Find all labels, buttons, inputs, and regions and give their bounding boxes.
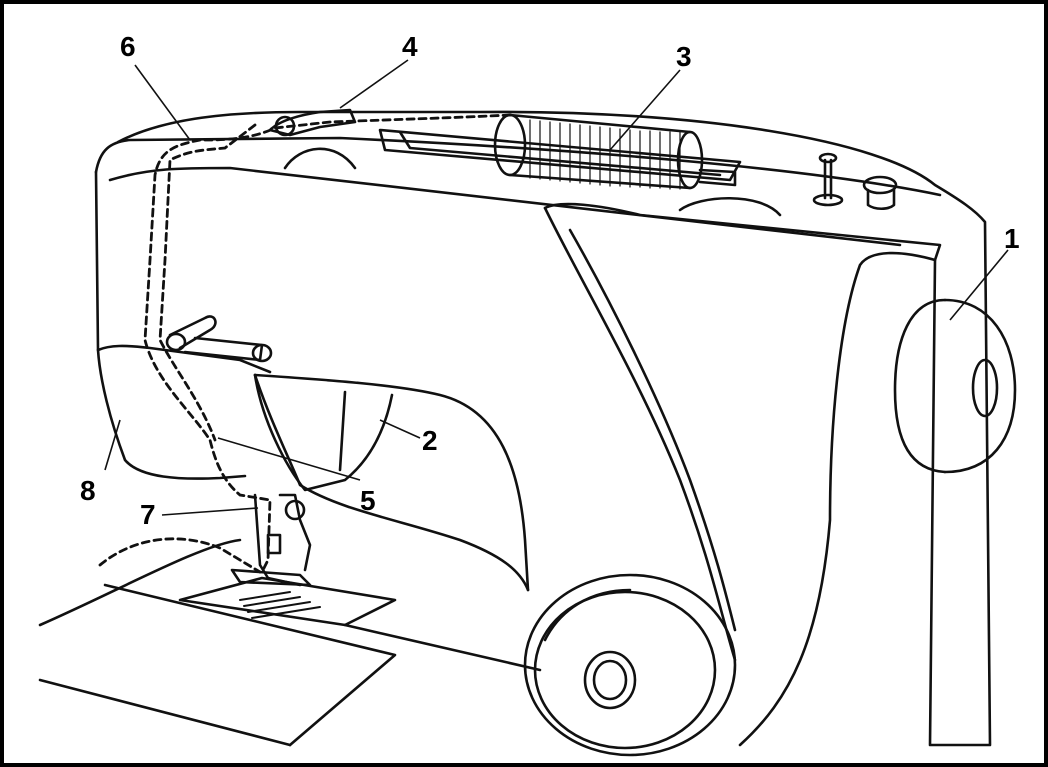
callout-1: 1 — [1004, 223, 1020, 254]
top-bump-right — [678, 196, 782, 217]
leader-4 — [339, 59, 409, 109]
thread-spool — [493, 113, 737, 190]
callout-5: 5 — [360, 485, 376, 516]
presser-lever — [165, 315, 273, 363]
arm-panel-curve — [543, 206, 737, 662]
thread-tail — [98, 537, 262, 574]
needle-plate — [178, 576, 397, 627]
feed-dog-slots — [239, 591, 321, 619]
head-lower-front — [96, 344, 272, 374]
callout-8: 8 — [80, 475, 96, 506]
arm-inner-curve — [253, 373, 530, 592]
callout-2: 2 — [422, 425, 438, 456]
callout-3: 3 — [676, 41, 692, 72]
arm-underside — [253, 373, 530, 592]
bed-front — [103, 583, 397, 747]
needle-housing-seam — [338, 390, 347, 472]
leader-7 — [161, 507, 259, 516]
handwheel — [893, 298, 1017, 474]
leader-1 — [949, 249, 1009, 321]
head-front — [94, 170, 247, 480]
leader-8 — [104, 419, 121, 471]
needle-housing — [253, 373, 394, 492]
thread-path-return — [158, 123, 257, 442]
thread-path — [143, 113, 512, 574]
callout-4: 4 — [402, 31, 418, 62]
leader-6 — [134, 64, 191, 141]
leader-3 — [609, 69, 681, 151]
top-panel-inner — [398, 130, 722, 177]
machine-bed — [38, 538, 242, 627]
leader-2 — [379, 419, 421, 439]
arm-panel-curve-inner — [568, 228, 737, 632]
machine-top-edge-lower — [108, 166, 902, 247]
machine-top-rim — [94, 136, 942, 197]
leader-5 — [217, 437, 361, 481]
machine-body — [116, 110, 992, 747]
bobbin-winder — [812, 152, 898, 211]
callout-7: 7 — [140, 499, 156, 530]
bed-edge — [38, 678, 292, 747]
arm-panel — [543, 202, 942, 262]
bed-right — [343, 623, 542, 672]
top-bump-left — [283, 147, 357, 170]
callout-6: 6 — [120, 31, 136, 62]
